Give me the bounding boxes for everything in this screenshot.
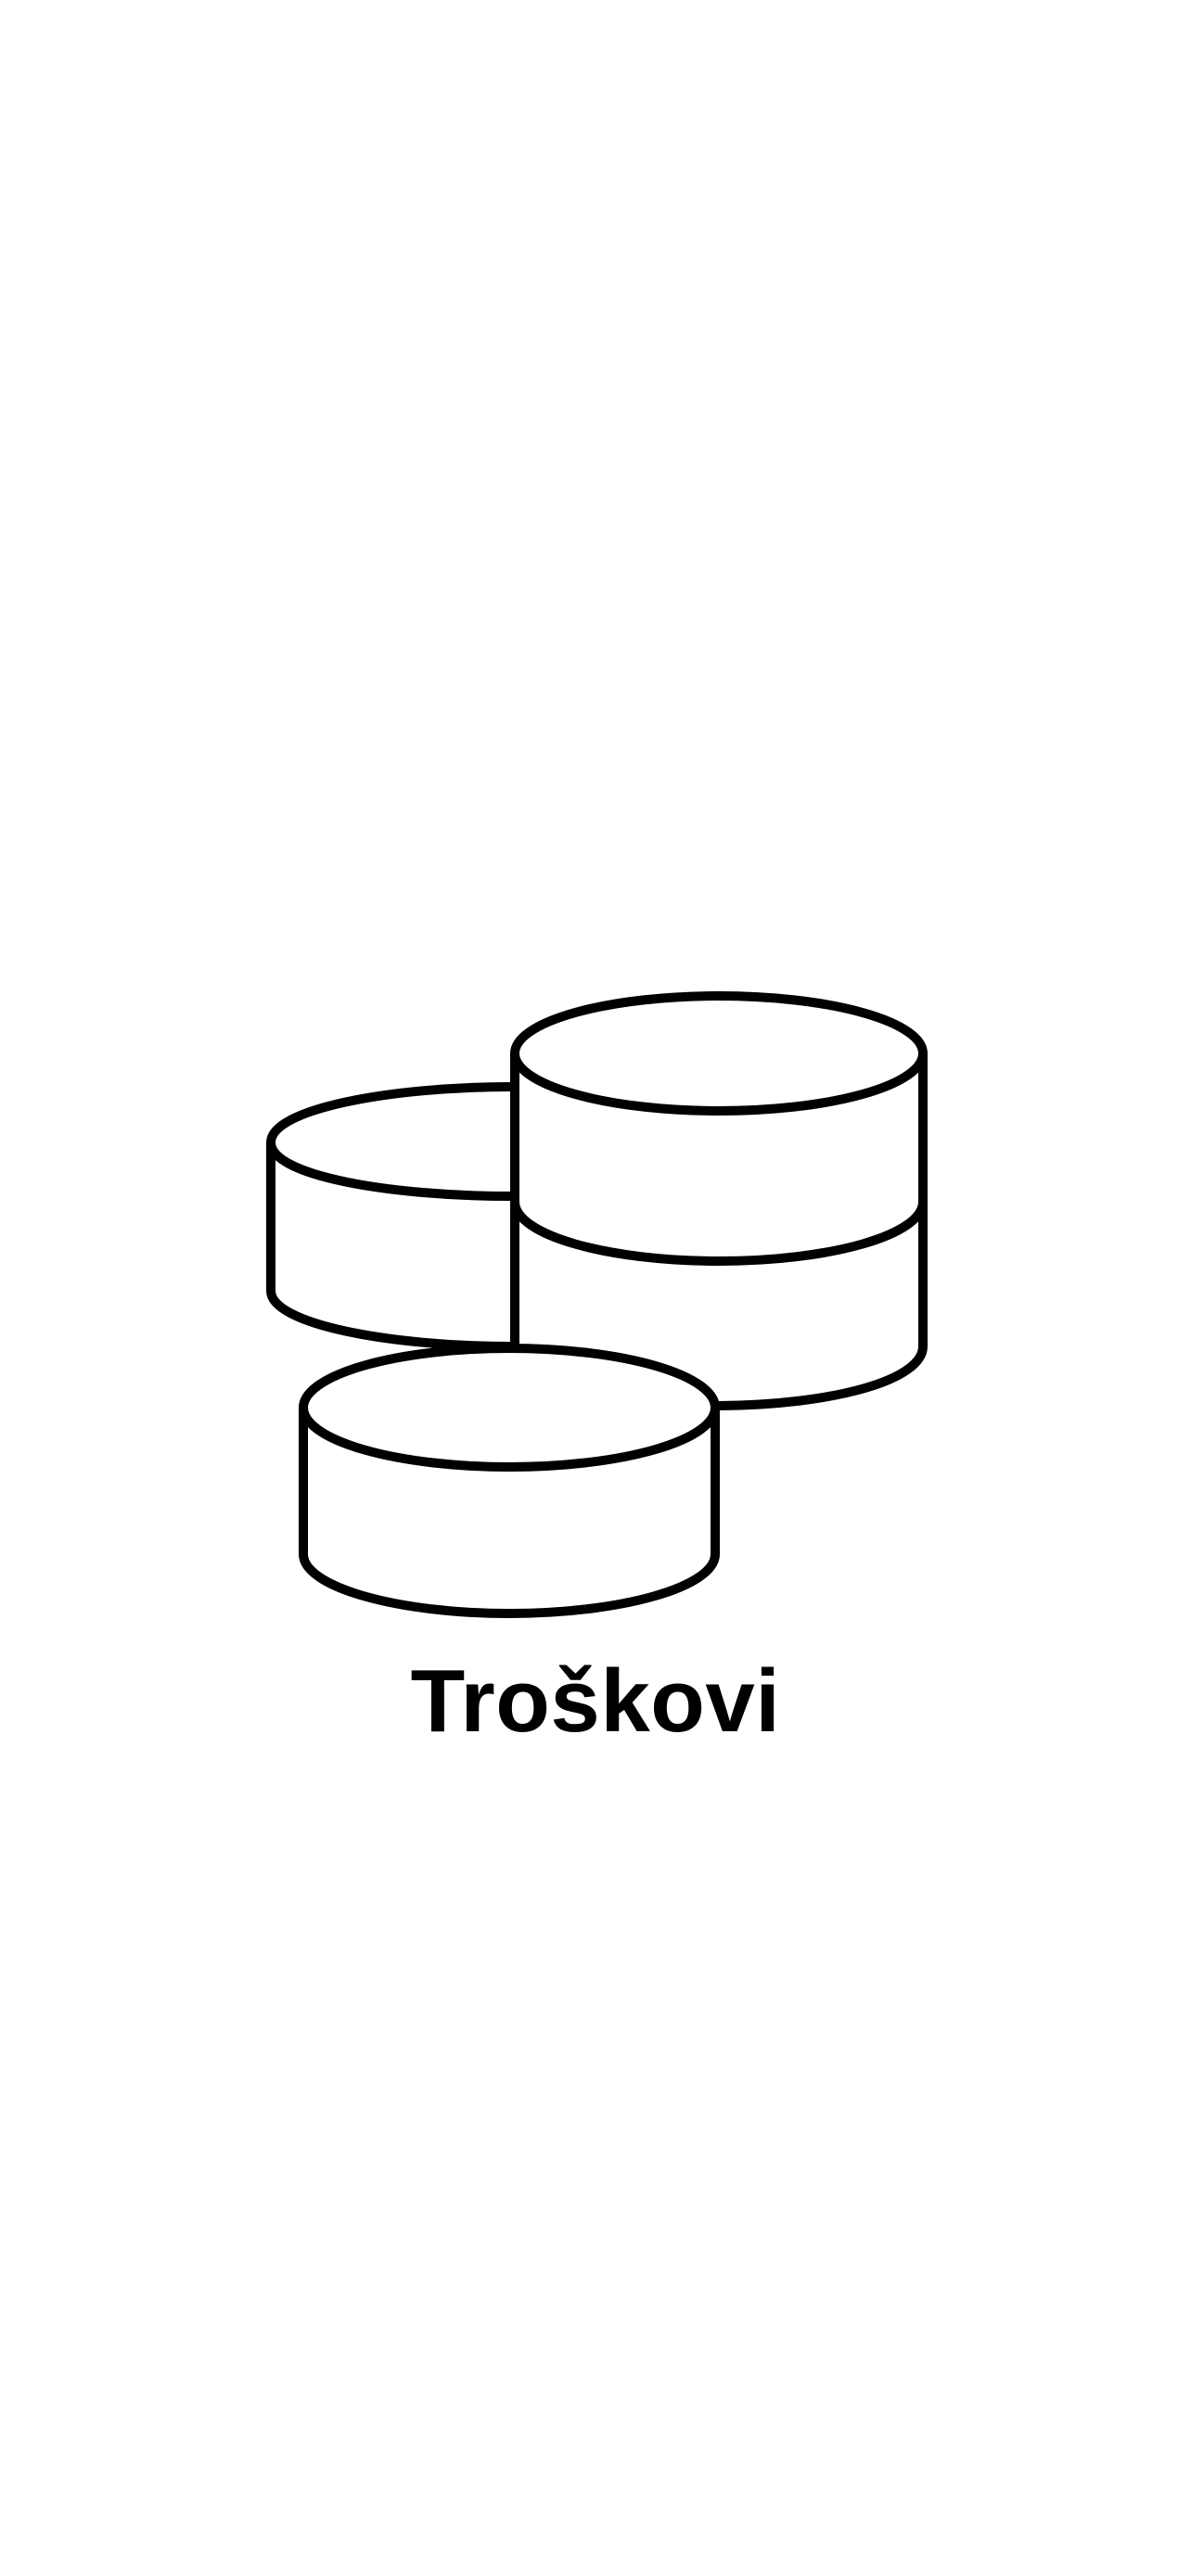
app-title: Troškovi [410, 1651, 781, 1751]
front-coin [299, 1344, 720, 1618]
left-coin [266, 1082, 517, 1351]
coin-stack-icon [260, 983, 937, 1632]
right-coins [510, 991, 928, 1410]
